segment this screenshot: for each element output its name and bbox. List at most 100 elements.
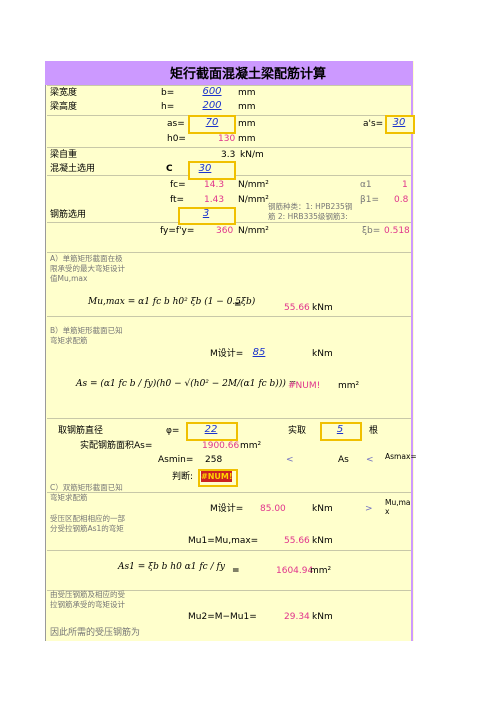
section-c-desc-2: 分受拉钢筋As1的弯矩 bbox=[50, 524, 124, 533]
mu2-label: Mu2=M−Mu1= bbox=[188, 612, 257, 622]
section-c-eq: = bbox=[232, 566, 240, 576]
h0-unit: mm bbox=[238, 134, 256, 144]
selfweight-unit: kN/m bbox=[240, 150, 264, 160]
mu-max-note: Mu,ma x bbox=[385, 498, 411, 516]
h0-value: 130 bbox=[218, 134, 236, 144]
h-label: 梁高度 bbox=[50, 102, 78, 112]
beta1-value: 0.8 bbox=[394, 195, 409, 205]
as-unit: mm bbox=[238, 119, 256, 129]
section-c-formula: As1 = ξb b h0 α1 fc / fy bbox=[118, 562, 225, 572]
ft-unit: N/mm² bbox=[238, 195, 269, 205]
mu2-value: 29.34 bbox=[284, 612, 310, 622]
as2-input-box[interactable] bbox=[385, 115, 415, 134]
section-a-unit: kNm bbox=[312, 303, 333, 313]
h0-symbol: h0= bbox=[167, 134, 186, 144]
mu1-value: 55.66 bbox=[284, 536, 310, 546]
section-b-m-label: M设计= bbox=[210, 349, 244, 359]
grid-line bbox=[47, 147, 411, 148]
section-a-formula: Mu,max = α1 fc b h0² ξb (1 − 0.5ξb) bbox=[88, 297, 256, 307]
mu1-label: Mu1=Mu,max= bbox=[188, 536, 259, 546]
fy-unit: N/mm² bbox=[238, 226, 269, 236]
grid-line bbox=[47, 550, 411, 551]
as1-unit: mm² bbox=[310, 566, 332, 576]
as-symbol: as= bbox=[167, 119, 185, 129]
as-symbol: As bbox=[338, 455, 349, 465]
bar-diameter-box[interactable] bbox=[186, 422, 238, 441]
actual-area-label: 实配钢筋面积As= bbox=[80, 441, 153, 451]
as-input-box[interactable] bbox=[188, 115, 236, 134]
fc-value: 14.3 bbox=[204, 180, 225, 190]
b-symbol: b= bbox=[161, 88, 175, 98]
grid-line bbox=[47, 590, 411, 591]
fc-unit: N/mm² bbox=[238, 180, 269, 190]
grid-line bbox=[47, 252, 411, 253]
alpha1-symbol: α1 bbox=[360, 180, 372, 190]
judge-box bbox=[198, 469, 238, 487]
section-c-m-unit: kNm bbox=[312, 504, 333, 514]
h-input[interactable]: 200 bbox=[202, 100, 222, 111]
worksheet bbox=[45, 61, 414, 641]
fc-symbol: fc= bbox=[170, 180, 186, 190]
side-band bbox=[411, 61, 413, 641]
judge-value: #NUM! bbox=[201, 471, 233, 482]
section-c-m-value: 85.00 bbox=[260, 504, 286, 514]
as2-input[interactable]: 30 bbox=[392, 117, 406, 128]
section-b-as-unit: mm² bbox=[338, 381, 360, 391]
section-c-heading-2: 弯矩求配筋 bbox=[50, 493, 88, 502]
grid-line bbox=[47, 418, 411, 419]
section-c-desc-3: 由受压钢筋及相应的受 bbox=[50, 590, 125, 599]
concrete-input-box[interactable] bbox=[188, 161, 236, 180]
grid-line bbox=[47, 492, 411, 493]
concrete-label: 混凝土选用 bbox=[50, 164, 96, 174]
judge-label: 判断: bbox=[172, 472, 194, 482]
section-a-heading-2: 限承受的最大弯矩设计 bbox=[50, 264, 125, 273]
xib-value: 0.518 bbox=[384, 226, 410, 236]
b-label: 梁宽度 bbox=[50, 88, 78, 98]
section-b-formula: As = (α1 fc b / fy)(h0 − √(h0² − 2M/(α1 … bbox=[76, 379, 297, 389]
b-unit: mm bbox=[238, 88, 256, 98]
greater-than: > bbox=[365, 504, 373, 514]
steel-note-2: 筋 2: HRB335级钢筋3: bbox=[268, 212, 348, 221]
phi-symbol: φ= bbox=[166, 426, 180, 436]
concrete-input[interactable]: 30 bbox=[198, 163, 212, 174]
section-b-heading-1: B）单筋矩形截面已知 bbox=[50, 326, 123, 335]
ft-symbol: ft= bbox=[170, 195, 185, 205]
section-b-m-input[interactable]: 85 bbox=[252, 347, 266, 358]
section-c-m-label: M设计= bbox=[210, 504, 244, 514]
bar-diameter-label: 取钢筋直径 bbox=[58, 426, 104, 436]
grid-line bbox=[47, 316, 411, 317]
steel-label: 钢筋选用 bbox=[50, 210, 87, 220]
asmax-label: Asmax= bbox=[385, 452, 417, 461]
section-c-desc-5: 因此所需的受压钢筋为 bbox=[50, 628, 141, 638]
b-input[interactable]: 600 bbox=[202, 86, 222, 97]
steel-input[interactable]: 3 bbox=[202, 208, 210, 219]
section-a-heading-1: A）单筋矩形截面在极 bbox=[50, 254, 123, 263]
beta1-symbol: β1= bbox=[360, 195, 380, 205]
h-unit: mm bbox=[238, 102, 256, 112]
asmin-label: Asmin= bbox=[158, 455, 194, 465]
bar-count-unit: 根 bbox=[369, 426, 379, 436]
bar-count-box[interactable] bbox=[320, 422, 362, 441]
steel-note-1: 钢筋种类：1: HPB235钢 bbox=[268, 202, 353, 211]
as-input[interactable]: 70 bbox=[205, 117, 219, 128]
bar-diameter-input[interactable]: 22 bbox=[204, 424, 218, 435]
steel-input-box[interactable] bbox=[178, 207, 236, 225]
less-than-1: < bbox=[286, 455, 294, 465]
less-than-2: < bbox=[366, 455, 374, 465]
xib-symbol: ξb= bbox=[362, 226, 381, 236]
alpha1-value: 1 bbox=[402, 180, 408, 190]
as1-value: 1604.94 bbox=[276, 566, 314, 576]
bar-count-input[interactable]: 5 bbox=[336, 424, 344, 435]
section-c-desc-1: 受压区配相相应的一部 bbox=[50, 514, 125, 523]
selfweight-value: 3.3 bbox=[221, 150, 236, 160]
as2-symbol: a's= bbox=[363, 119, 384, 129]
mu2-unit: kNm bbox=[312, 612, 333, 622]
section-c-heading-1: C）双筋矩形截面已知 bbox=[50, 483, 123, 492]
asmin-value: 258 bbox=[205, 455, 223, 465]
section-b-as-result: #NUM! bbox=[288, 381, 321, 391]
section-a-heading-3: 值Mu,max bbox=[50, 274, 88, 283]
ft-value: 1.43 bbox=[204, 195, 225, 205]
selfweight-label: 梁自重 bbox=[50, 150, 78, 160]
actual-area-unit: mm² bbox=[240, 441, 262, 451]
page-title: 矩行截面混凝土梁配筋计算 bbox=[169, 67, 326, 82]
